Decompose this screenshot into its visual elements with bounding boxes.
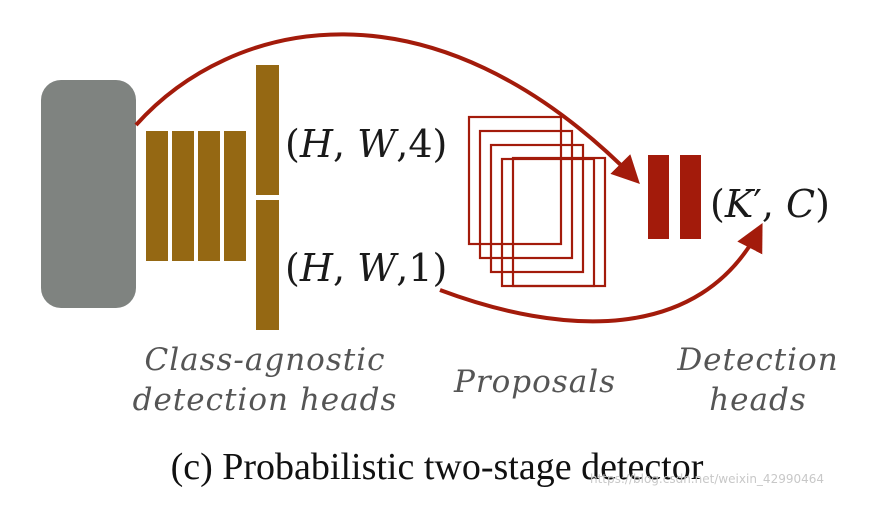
- regression-shape-label: (H, W,4): [285, 122, 448, 166]
- feature-map-2: [172, 131, 194, 261]
- proposal-box: [467, 115, 563, 246]
- backbone-block: [41, 80, 136, 308]
- watermark: https://blog.csdn.net/weixin_42990464: [590, 472, 825, 486]
- objectness-to-detection-arrow: [439, 223, 763, 324]
- figure-title: (c) Probabilistic two-stage detector: [170, 446, 704, 488]
- proposals-caption: Proposals: [453, 364, 617, 400]
- regression-head-bar: [256, 65, 279, 195]
- backbone-to-detection-arrow: [134, 32, 640, 184]
- heads-caption-line2: detection heads: [132, 382, 398, 418]
- detection-caption-line1: Detection: [677, 342, 839, 378]
- proposal-box: [511, 156, 607, 288]
- objectness-head-bar: [256, 200, 279, 330]
- heads-caption: Class-agnostic detection heads: [130, 340, 400, 420]
- heads-caption-line1: Class-agnostic: [144, 342, 386, 378]
- detection-caption: Detection heads: [668, 340, 848, 420]
- detection-head-bar-1: [648, 155, 669, 239]
- proposal-box: [489, 143, 585, 274]
- detection-shape-label: (K′, C): [710, 182, 830, 226]
- feature-map-3: [198, 131, 220, 261]
- objectness-shape-label: (H, W,1): [285, 246, 448, 290]
- proposals-stack: [467, 115, 607, 288]
- detection-caption-line2: heads: [709, 382, 807, 418]
- feature-map-1: [146, 131, 168, 261]
- proposal-box: [500, 157, 596, 288]
- feature-map-4: [224, 131, 246, 261]
- proposal-box: [478, 129, 574, 260]
- detection-head-bar-2: [680, 155, 701, 239]
